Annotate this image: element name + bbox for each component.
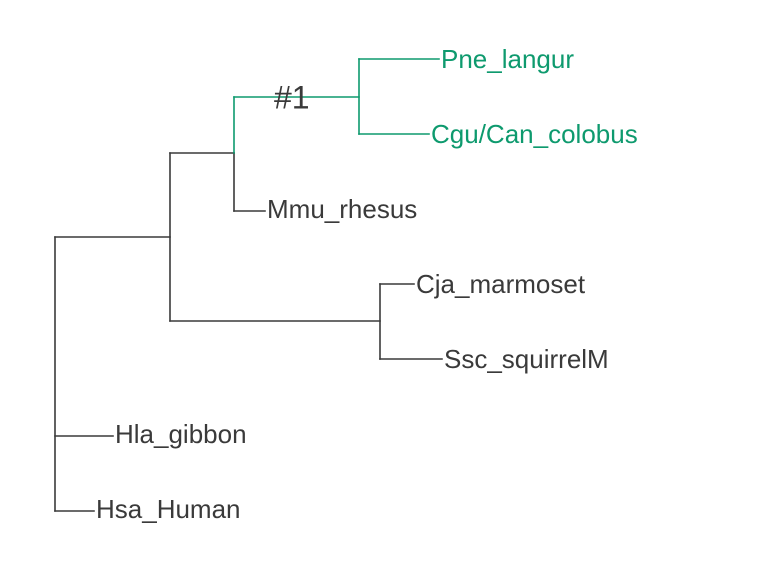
tip-label-mmu-rhesus: Mmu_rhesus	[267, 194, 417, 224]
tip-label-cgu-can-colobus: Cgu/Can_colobus	[431, 119, 638, 149]
tip-label-hla-gibbon: Hla_gibbon	[115, 419, 247, 449]
tip-label-hsa-human: Hsa_Human	[96, 494, 241, 524]
tree-branches	[54, 58, 443, 512]
clade-node-label: #1	[274, 79, 310, 115]
tip-label-pne-langur: Pne_langur	[441, 44, 574, 74]
tip-label-ssc-squirrelm: Ssc_squirrelM	[444, 344, 609, 374]
tip-label-cja-marmoset: Cja_marmoset	[416, 269, 586, 299]
